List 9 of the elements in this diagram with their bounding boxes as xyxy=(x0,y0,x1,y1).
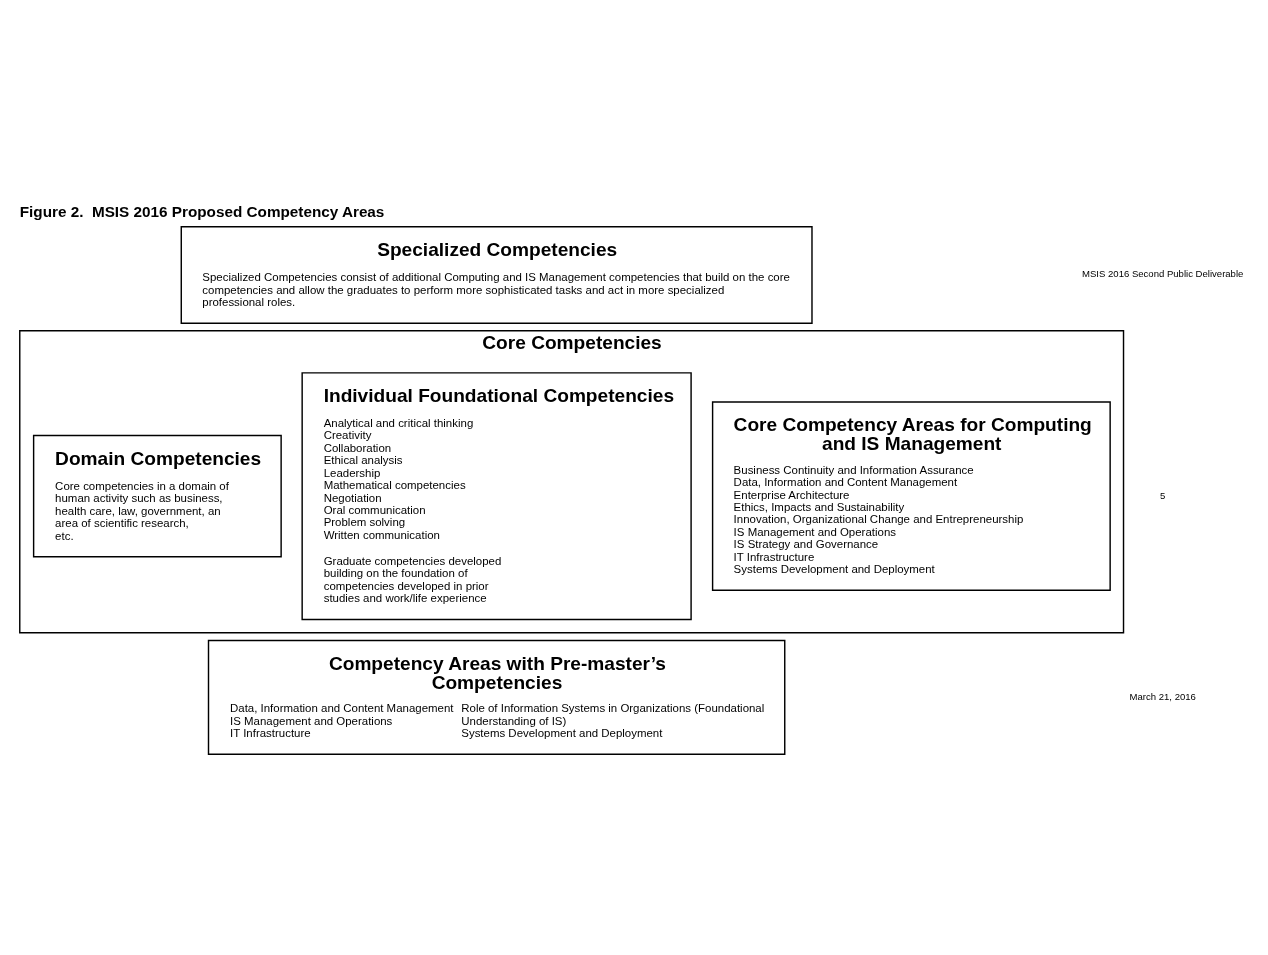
node-box: Competency Areas with Pre-master’s Competencies Data, Information and Content Management IS Management and Operations IT Infrastructure Role of Information Systems in Organizations (Foundational Understanding of IS) Systems Development and Deployment xyxy=(207,639,786,755)
label: March 21, 2016 xyxy=(1129,690,1196,702)
diagram-title: Figure 2. MSIS 2016 Proposed Competency Areas xyxy=(19,202,385,220)
node-box: Specialized Competencies Specialized Competencies consist of additional Computing and IS Management competencies that build on the core competencies and allow the graduates to perform more sophisticated tasks and act in more specialized professional roles. xyxy=(180,225,813,324)
node-box: Domain Competencies Core competencies in a domain of human activity such as business, health care, law, government, an area of scientific research, etc. xyxy=(32,434,282,558)
node-box: Core Competency Areas for Computing and IS Management Business Continuity and Information Assurance Data, Information and Content Management Enterprise Architecture Ethics, Impacts and Sustainability Innovation, Organizational Change and Entrepreneurship IS Management and Operations IS Strategy and Governance IT Infrastructure Systems Development and Deployment xyxy=(711,400,1111,591)
label: MSIS 2016 Second Public Deliverable xyxy=(1082,267,1244,279)
label: 5 xyxy=(1160,489,1166,501)
node-box: Individual Foundational Competencies Analytical and critical thinking Creativity Collaboration Ethical analysis Leadership Mathematical competencies Negotiation Oral communication Problem solving Written communication Graduate competencies developed building on the foundation of competencies developed in prior studies and work/life experience xyxy=(301,371,692,620)
